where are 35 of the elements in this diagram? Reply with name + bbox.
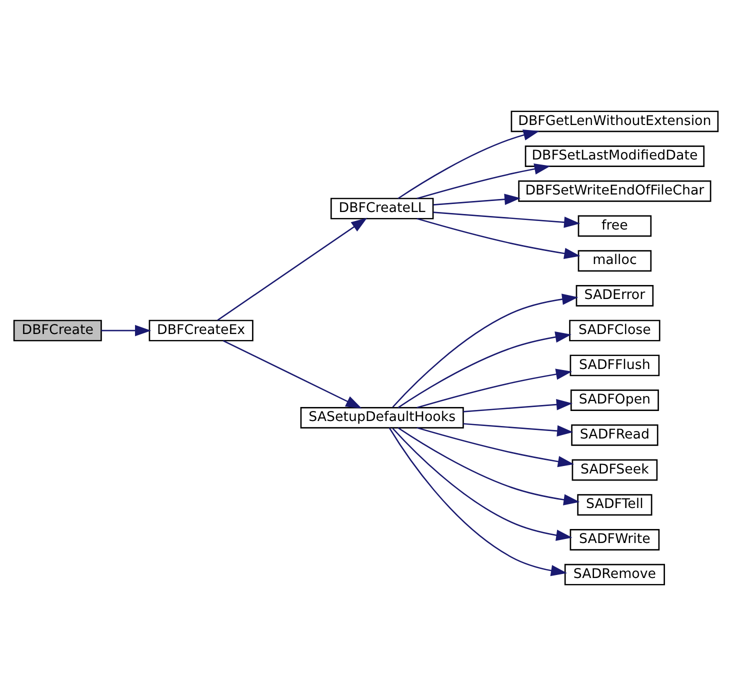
node-box: DBFSetLastModifiedDate bbox=[524, 146, 705, 167]
node-box: SADRemove bbox=[564, 564, 665, 586]
arrow bbox=[392, 294, 578, 408]
arrow bbox=[463, 423, 574, 436]
arrow bbox=[388, 428, 568, 576]
node-box: malloc bbox=[578, 250, 652, 272]
arrow bbox=[463, 398, 573, 412]
arrow bbox=[416, 368, 572, 408]
node-box: DBFCreateLL bbox=[330, 198, 434, 220]
node-box: SADFWrite bbox=[570, 529, 660, 550]
node-box: SADError bbox=[576, 284, 654, 306]
arrow bbox=[416, 218, 580, 260]
node-box: SADFOpen bbox=[570, 390, 659, 412]
node-box: DBFGetLenWithoutExtension bbox=[510, 110, 719, 132]
arrow bbox=[433, 194, 521, 206]
arrow bbox=[416, 427, 574, 468]
node-box: DBFSetWriteEndOfFileChar bbox=[518, 180, 712, 202]
node-box: SADFClose bbox=[569, 320, 660, 342]
arrow bbox=[101, 324, 152, 336]
arrow bbox=[398, 427, 580, 506]
arrow bbox=[398, 130, 540, 200]
node-box: DBFCreate bbox=[13, 320, 102, 342]
node-box: free bbox=[578, 215, 652, 237]
node-box: SADFTell bbox=[577, 494, 652, 516]
node-box: DBFCreateEx bbox=[148, 320, 254, 342]
arrow bbox=[392, 428, 572, 541]
arrow bbox=[398, 332, 572, 408]
arrow bbox=[217, 218, 368, 321]
arrow bbox=[222, 340, 362, 408]
node-box: SADFSeek bbox=[572, 459, 658, 481]
arrow bbox=[416, 163, 550, 200]
node-box: SADFRead bbox=[571, 424, 658, 446]
node-box: SADFFlush bbox=[570, 354, 660, 376]
arrow bbox=[433, 212, 580, 228]
node-box: SASetupDefaultHooks bbox=[300, 407, 464, 428]
